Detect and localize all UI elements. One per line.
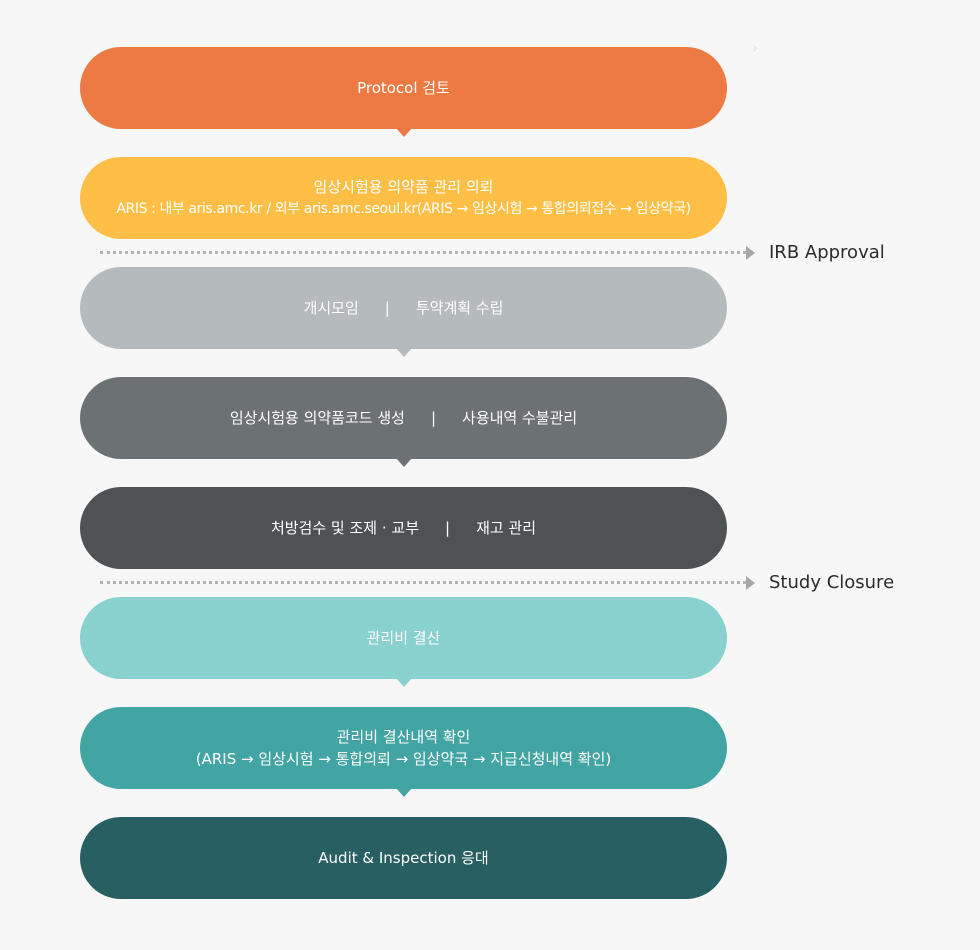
step-row: 개시모임 | 투약계획 수립: [304, 297, 504, 319]
step-title: Protocol 검토: [357, 79, 450, 97]
step-part-right: 재고 관리: [476, 519, 537, 537]
step-part-left: 처방검수 및 조제 · 교부: [270, 519, 419, 537]
step-audit-response: Audit & Inspection 응대: [80, 817, 727, 899]
step-protocol-review: Protocol 검토: [80, 47, 727, 137]
step-code-creation: 임상시험용 의약품코드 생성 | 사용내역 수불관리: [80, 377, 727, 467]
step-part-right: 사용내역 수불관리: [462, 409, 578, 427]
step-initiation: 개시모임 | 투약계획 수립: [80, 267, 727, 357]
step-part-left: 개시모임: [303, 299, 359, 317]
step-drug-request: 임상시험용 의약품 관리 의뢰 ARIS : 내부 aris.amc.kr / …: [80, 157, 727, 239]
separator: |: [445, 519, 451, 537]
step-pointer: [395, 128, 412, 137]
step-subtitle: (ARIS → 임상시험 → 통합의뢰 → 임상약국 → 지급신청내역 확인): [195, 750, 612, 768]
step-part-left: 임상시험용 의약품코드 생성: [229, 409, 405, 427]
milestone-label-closure: Study Closure: [769, 572, 895, 593]
milestone-line-closure: [100, 581, 746, 584]
step-part-right: 투약계획 수립: [415, 299, 504, 317]
step-title: 관리비 결산내역 확인: [336, 728, 471, 746]
step-row: 임상시험용 의약품코드 생성 | 사용내역 수불관리: [230, 407, 577, 429]
step-dispensing: 처방검수 및 조제 · 교부 | 재고 관리: [80, 487, 727, 569]
arrow-right-icon: [746, 246, 755, 260]
step-title: 관리비 결산: [366, 629, 441, 647]
step-pointer: [395, 458, 412, 467]
milestone-line-irb: [100, 251, 746, 254]
step-fee-settlement: 관리비 결산: [80, 597, 727, 687]
separator: |: [430, 409, 437, 427]
step-pointer: [395, 678, 412, 687]
separator: |: [384, 299, 390, 317]
step-pointer: [395, 788, 412, 797]
step-settlement-check: 관리비 결산내역 확인 (ARIS → 임상시험 → 통합의뢰 → 임상약국 →…: [80, 707, 727, 797]
step-subtitle: ARIS : 내부 aris.amc.kr / 외부 aris.amc.seou…: [116, 201, 691, 217]
step-title: Audit & Inspection 응대: [318, 849, 489, 867]
step-pointer: [395, 348, 412, 357]
milestone-label-irb: IRB Approval: [769, 242, 885, 263]
chevron-right-icon: ›: [752, 38, 759, 57]
step-title: 임상시험용 의약품 관리 의뢰: [313, 178, 494, 196]
step-row: 처방검수 및 조제 · 교부 | 재고 관리: [271, 517, 536, 539]
arrow-right-icon: [746, 576, 755, 590]
